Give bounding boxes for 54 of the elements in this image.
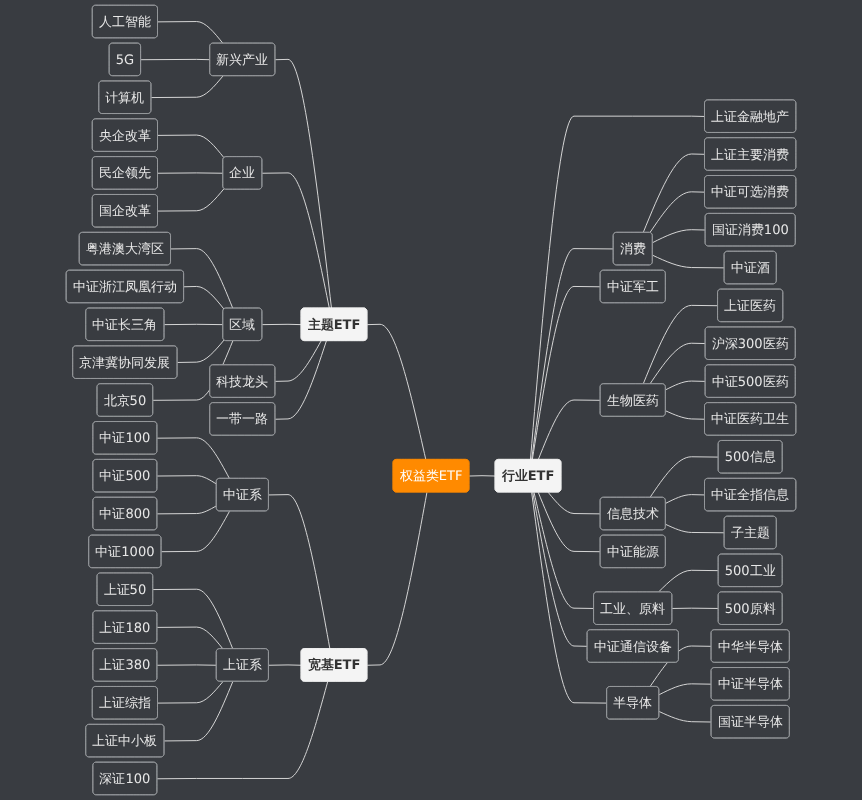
connector [156, 505, 218, 515]
connector [152, 588, 234, 650]
connector [649, 456, 719, 499]
connector [183, 285, 225, 310]
connector [156, 664, 218, 666]
connector [529, 115, 706, 461]
connector [366, 491, 428, 666]
connector [170, 248, 234, 309]
connector [274, 340, 322, 382]
connector [268, 494, 331, 650]
connector [261, 323, 302, 326]
connector [665, 410, 706, 420]
connector [468, 475, 496, 477]
connector [176, 339, 225, 363]
connector [157, 681, 224, 704]
connector [157, 21, 224, 44]
connector [652, 229, 706, 244]
connector [649, 342, 706, 385]
connector [274, 340, 327, 420]
connector [665, 523, 725, 534]
connector [658, 711, 712, 723]
connector [157, 134, 225, 159]
connector [642, 153, 706, 234]
connector [531, 491, 608, 704]
connector [157, 172, 224, 174]
connector [642, 304, 719, 385]
connector [274, 58, 332, 309]
connector [150, 75, 224, 99]
connector [532, 491, 588, 647]
connector [160, 510, 230, 553]
connector [156, 626, 224, 650]
connector [157, 188, 225, 212]
connector [547, 491, 601, 515]
connector [268, 664, 302, 666]
connector [658, 683, 712, 696]
connector [671, 607, 719, 609]
connector [531, 248, 614, 461]
connector [649, 191, 706, 234]
connector [156, 437, 230, 480]
connector [537, 491, 601, 553]
connector [163, 323, 224, 326]
connector [537, 399, 601, 461]
connector [140, 58, 211, 61]
connector [163, 681, 234, 742]
connector [531, 285, 601, 461]
connector [533, 491, 595, 609]
connector [261, 172, 330, 309]
connector [366, 323, 427, 461]
connector [652, 254, 725, 269]
connector [665, 380, 706, 391]
connector [156, 681, 329, 780]
connector [657, 569, 719, 593]
connector [665, 494, 706, 504]
connector [156, 475, 218, 485]
